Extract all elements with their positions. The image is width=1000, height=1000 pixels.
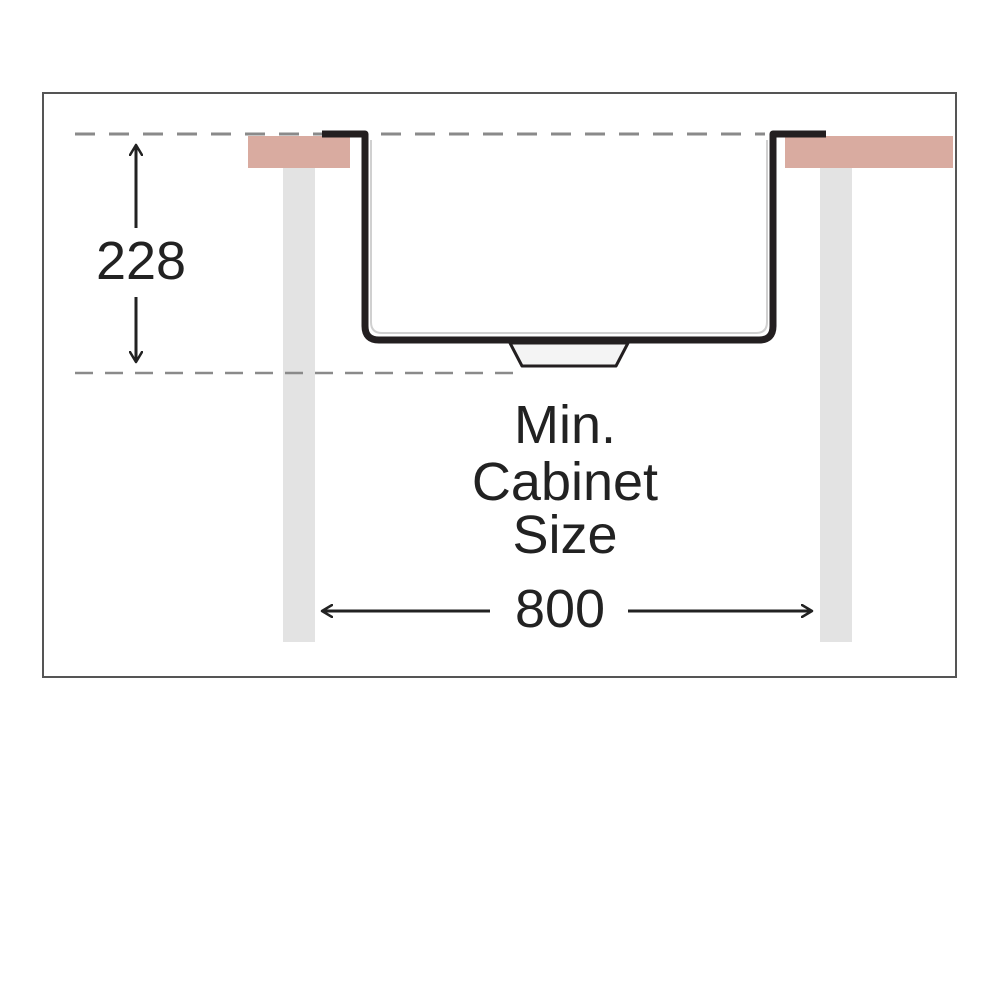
sink-bowl-inner bbox=[370, 140, 768, 334]
depth-dimension-label: 228 bbox=[96, 231, 186, 291]
caption-line-2: Cabinet bbox=[472, 452, 658, 512]
cabinet-wall-right bbox=[820, 168, 852, 642]
width-dimension-label: 800 bbox=[515, 579, 605, 639]
diagram-frame bbox=[42, 92, 957, 678]
caption-line-1: Min. bbox=[514, 395, 616, 455]
sink-waste-outlet bbox=[508, 341, 630, 368]
countertop-right bbox=[785, 136, 953, 168]
caption-line-3: Size bbox=[512, 505, 617, 565]
cabinet-wall-left bbox=[283, 168, 315, 642]
countertop-left bbox=[248, 136, 350, 168]
sink-bowl-outline bbox=[322, 130, 826, 344]
